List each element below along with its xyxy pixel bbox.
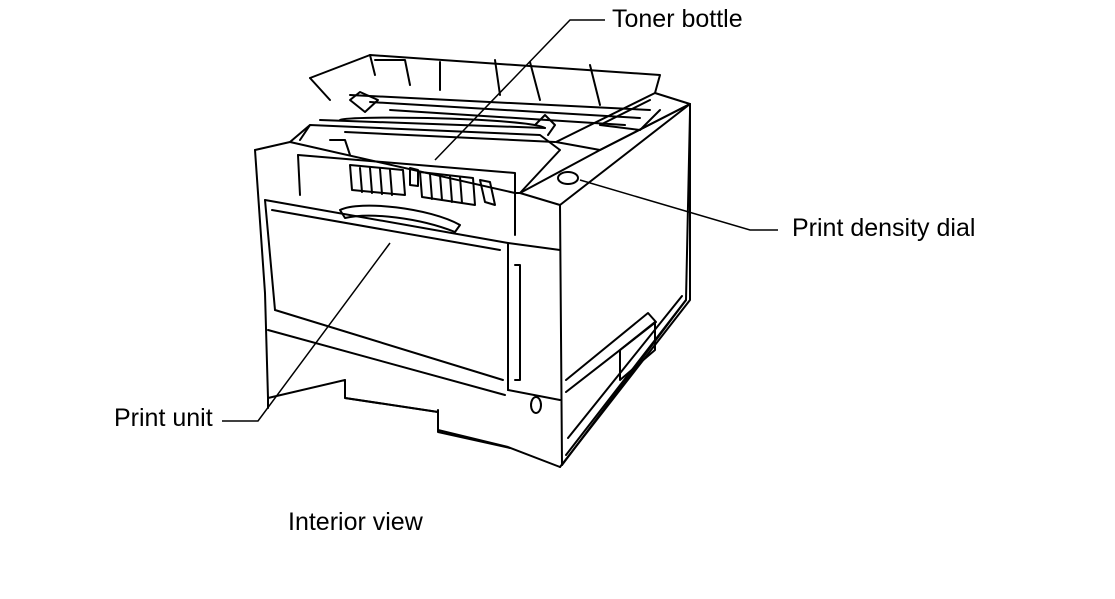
figure-caption: Interior view: [288, 508, 423, 536]
print-density-dial-shape: [557, 171, 579, 185]
label-toner-bottle: Toner bottle: [612, 5, 743, 33]
leader-print-density-dial: [579, 179, 778, 231]
label-print-unit: Print unit: [114, 404, 213, 432]
label-print-density-dial: Print density dial: [792, 214, 976, 242]
leader-print-unit: [222, 242, 391, 422]
printer-body: [514, 92, 691, 468]
toner-bottle-shape: [329, 91, 556, 156]
top-tray: [309, 54, 661, 131]
print-unit-shape: [289, 119, 561, 236]
leader-toner-bottle: [434, 19, 605, 161]
